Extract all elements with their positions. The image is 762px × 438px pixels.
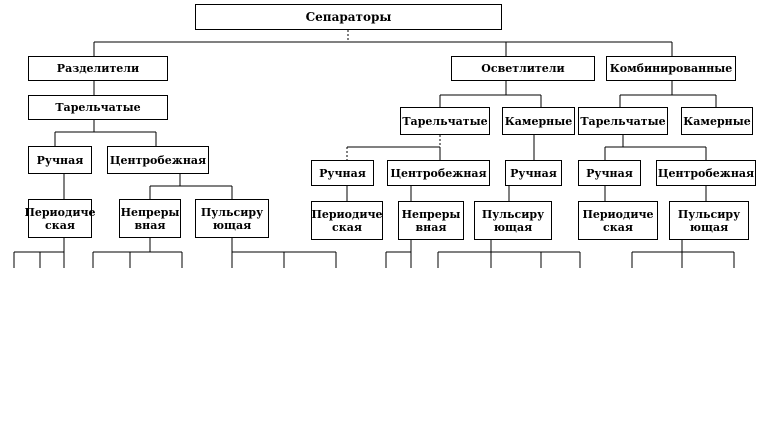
node-separatory: Сепараторы	[195, 4, 502, 30]
node-kombinirovannye-centrobezhnaya: Центробежная	[656, 160, 756, 186]
node-razdeliteli-ruchnaya: Ручная	[28, 146, 92, 174]
node-razdeliteli-centrobezhnaya: Центробежная	[107, 146, 209, 174]
node-osvetliteli-pulsiruyushchaya: Пульсиру ющая	[474, 201, 552, 240]
node-kombinirovannye-pulsiruyushchaya: Пульсиру ющая	[669, 201, 749, 240]
node-kombinirovannye: Комбинированные	[606, 56, 736, 81]
node-osvetliteli: Осветлители	[451, 56, 595, 81]
node-osvetliteli-centrobezhnaya: Центробежная	[387, 160, 490, 186]
node-osvetliteli-tarelchatye: Тарельчатые	[400, 107, 490, 135]
node-osvetliteli-kamernye-ruchnaya: Ручная	[505, 160, 562, 186]
node-osvetliteli-kamernye: Камерные	[502, 107, 575, 135]
node-kombinirovannye-ruchnaya: Ручная	[578, 160, 641, 186]
node-osvetliteli-nepreryvnaya: Непреры вная	[398, 201, 464, 240]
node-osvetliteli-ruchnaya: Ручная	[311, 160, 374, 186]
node-razdeliteli-periodicheskaya: Периодиче ская	[24, 199, 96, 238]
node-kombinirovannye-periodicheskaya: Периодиче ская	[578, 201, 658, 240]
node-razdeliteli-tarelchatye: Тарельчатые	[28, 95, 168, 120]
node-osvetliteli-periodicheskaya: Периодиче ская	[311, 201, 383, 240]
node-razdeliteli-nepreryvnaya: Непреры вная	[119, 199, 181, 238]
node-kombinirovannye-kamernye: Камерные	[681, 107, 753, 135]
node-razdeliteli: Разделители	[28, 56, 168, 81]
node-razdeliteli-pulsiruyushchaya: Пульсиру ющая	[195, 199, 269, 238]
node-kombinirovannye-tarelchatye: Тарельчатые	[578, 107, 668, 135]
